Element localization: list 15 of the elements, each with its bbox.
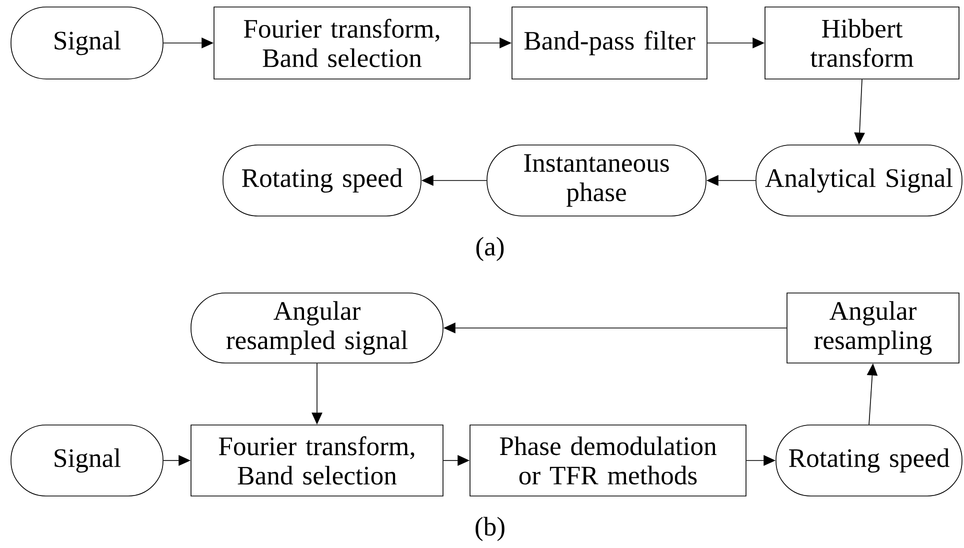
process-box: Hibbert transform [764, 6, 960, 80]
terminal-box: Signal [10, 424, 164, 496]
panel-label: (a) [476, 236, 504, 262]
process-box: Angular resampling [786, 292, 960, 364]
terminal-box: Analytical Signal [756, 144, 962, 216]
terminal-box: Rotating speed [222, 144, 422, 216]
panel-label: (b) [476, 516, 504, 542]
terminal-box: Rotating speed [776, 424, 962, 496]
terminal-box: Signal [10, 6, 164, 80]
process-box: Fourier transform, Band selection [190, 424, 444, 496]
terminal-box: Instantaneous phase [486, 144, 706, 216]
process-box: Phase demodulation or TFR methods [470, 424, 746, 496]
terminal-box: Angular resampled signal [190, 292, 444, 364]
process-box: Band-pass filter [512, 6, 708, 80]
process-box: Fourier transform, Band selection [214, 6, 470, 80]
